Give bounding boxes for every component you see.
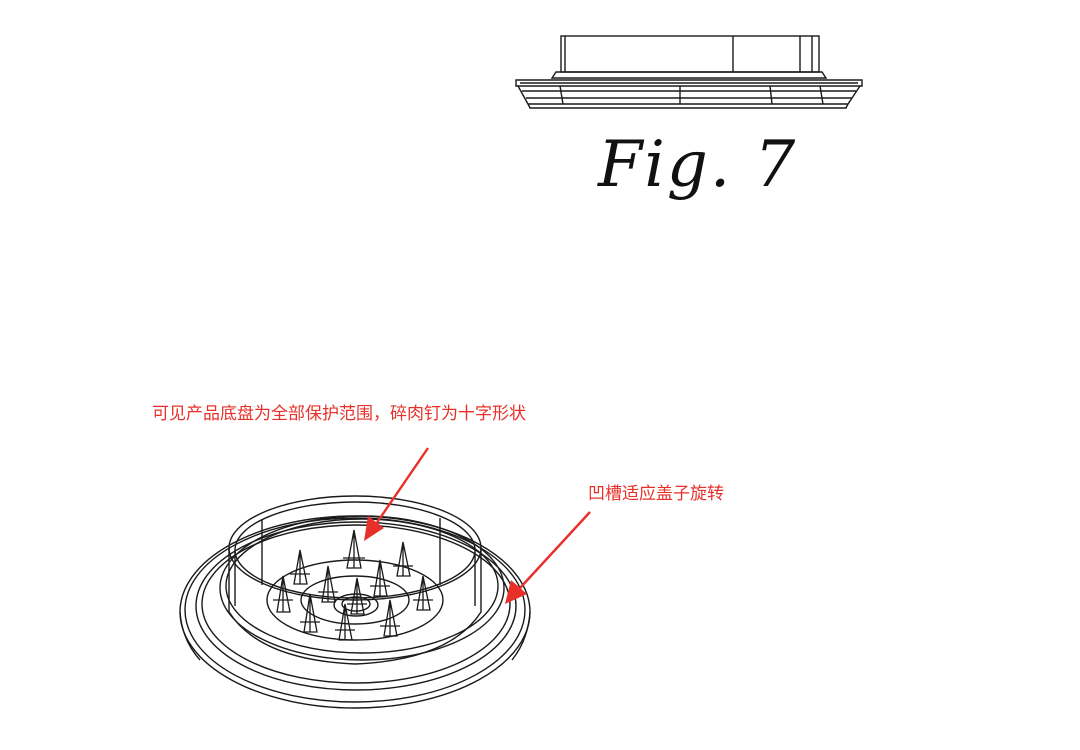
figure-caption: Fig. 7 — [598, 128, 798, 202]
tooth-1 — [343, 529, 365, 569]
arrow-1-head — [364, 516, 384, 541]
annotation-base-plate: 可见产品底盘为全部保护范围，碎肉钉为十字形状 — [152, 404, 526, 424]
tooth-8 — [347, 577, 367, 615]
tooth-9 — [300, 593, 320, 633]
inner-cylinder-top — [228, 495, 482, 601]
tooth-5 — [273, 575, 293, 613]
inner-cylinder-wall — [228, 548, 482, 665]
rotation-groove — [219, 515, 505, 661]
side-view-base — [517, 85, 861, 105]
tooth-3 — [290, 549, 310, 585]
tooth-2 — [393, 541, 413, 577]
tooth-10 — [380, 599, 400, 637]
grinding-teeth — [273, 529, 433, 641]
inner-floor — [266, 559, 444, 641]
arrow-2-shaft — [519, 511, 591, 589]
tooth-7 — [318, 565, 338, 603]
center-hub — [333, 593, 379, 617]
side-view-flange — [515, 79, 863, 87]
arrow-2-head — [505, 580, 527, 604]
tooth-6 — [370, 559, 390, 597]
tooth-11 — [335, 603, 355, 641]
annotation-groove: 凹槽适应盖子旋转 — [588, 484, 724, 504]
tooth-4 — [413, 575, 433, 611]
base-plate-outer-rim — [179, 515, 531, 709]
side-view-shoulder — [550, 71, 828, 79]
annotation-arrows — [364, 447, 591, 604]
arrow-1-shaft — [375, 447, 429, 525]
